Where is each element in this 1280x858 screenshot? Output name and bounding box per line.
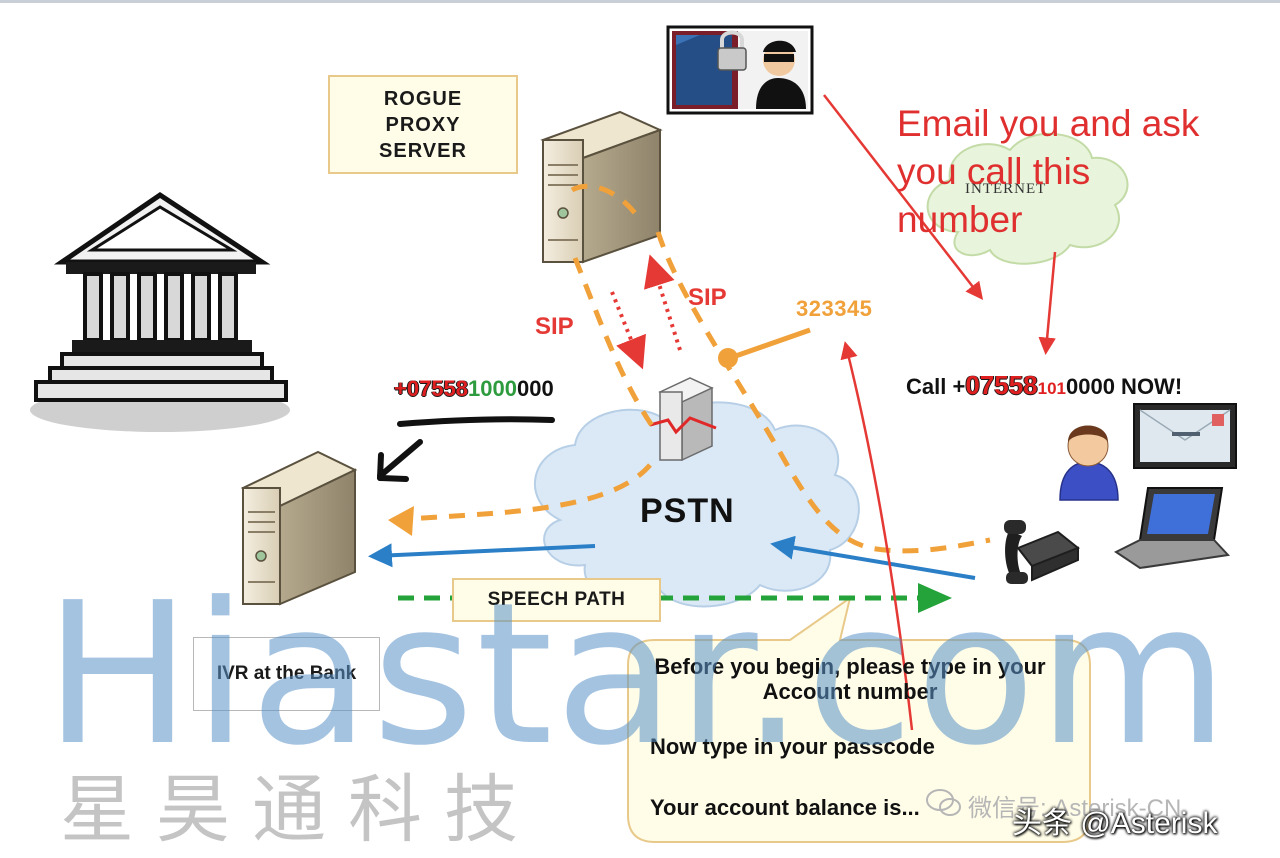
ivr-server-icon xyxy=(240,450,358,606)
sip-label-left: SIP xyxy=(535,313,574,340)
ivr-prompt: Your account balance is... xyxy=(650,795,920,820)
ivr-prompt: Before you begin, please type in your Ac… xyxy=(654,654,1046,704)
bank-phone-number: +075581000000 xyxy=(394,376,554,402)
ivr-prompt: Now type in your passcode xyxy=(650,734,935,759)
bank-number-tail: 000 xyxy=(516,376,554,401)
watermark-latin: Hiastar.com xyxy=(44,561,1231,789)
annotation-arrows xyxy=(823,94,1057,731)
signal-path-arrowheads xyxy=(388,506,414,536)
padlock-icon xyxy=(717,30,747,71)
switch-icon xyxy=(649,377,717,462)
captured-pin-number: 323345 xyxy=(796,296,873,321)
ivr-speech-bubble xyxy=(627,595,1091,843)
signal-path xyxy=(391,183,991,554)
bank-number-mid: 1000 xyxy=(468,376,517,401)
pstn-label: PSTN xyxy=(640,492,735,530)
top-border xyxy=(0,0,1280,3)
call-number-mid: 101 xyxy=(1037,379,1066,398)
wechat-account-watermark: 微信号: Asterisk-CN xyxy=(968,795,1182,822)
hand-drawn-arrow xyxy=(377,416,555,482)
source-watermark: 头条 @Asterisk xyxy=(1012,807,1218,840)
rogue-proxy-label: ROGUE PROXY SERVER xyxy=(328,75,518,174)
bank-number-dial: +07558 xyxy=(394,376,469,401)
bank-building-icon xyxy=(30,191,290,432)
user-icon xyxy=(1059,425,1119,501)
internet-label: INTERNET xyxy=(965,181,1047,197)
ivr-label: IVR at the Bank xyxy=(193,637,380,711)
voice-path xyxy=(368,535,976,580)
pin-leak-line xyxy=(718,327,811,368)
internet-cloud xyxy=(926,132,1129,265)
call-number-dial: 07558 xyxy=(965,370,1038,400)
laptop-icon xyxy=(1114,487,1231,570)
server-icon xyxy=(540,110,663,264)
wechat-icon xyxy=(926,789,961,816)
watermark-cjk: 星昊通科技 xyxy=(60,767,540,853)
email-annotation: Email you and ask you call this number xyxy=(897,103,1200,240)
call-prefix: Call + xyxy=(906,374,966,399)
sip-label-right: SIP xyxy=(688,284,727,311)
sip-arrows xyxy=(610,254,682,370)
telephone-icon xyxy=(1004,520,1080,584)
call-number-tail: 0000 NOW! xyxy=(1066,374,1183,399)
email-icon xyxy=(1133,403,1237,469)
call-now-line: Call +075581010000 NOW! xyxy=(906,370,1182,401)
ivr-prompts: Before you begin, please type in your Ac… xyxy=(650,654,1080,820)
speech-path xyxy=(398,583,952,613)
speech-path-label: SPEECH PATH xyxy=(452,578,661,622)
